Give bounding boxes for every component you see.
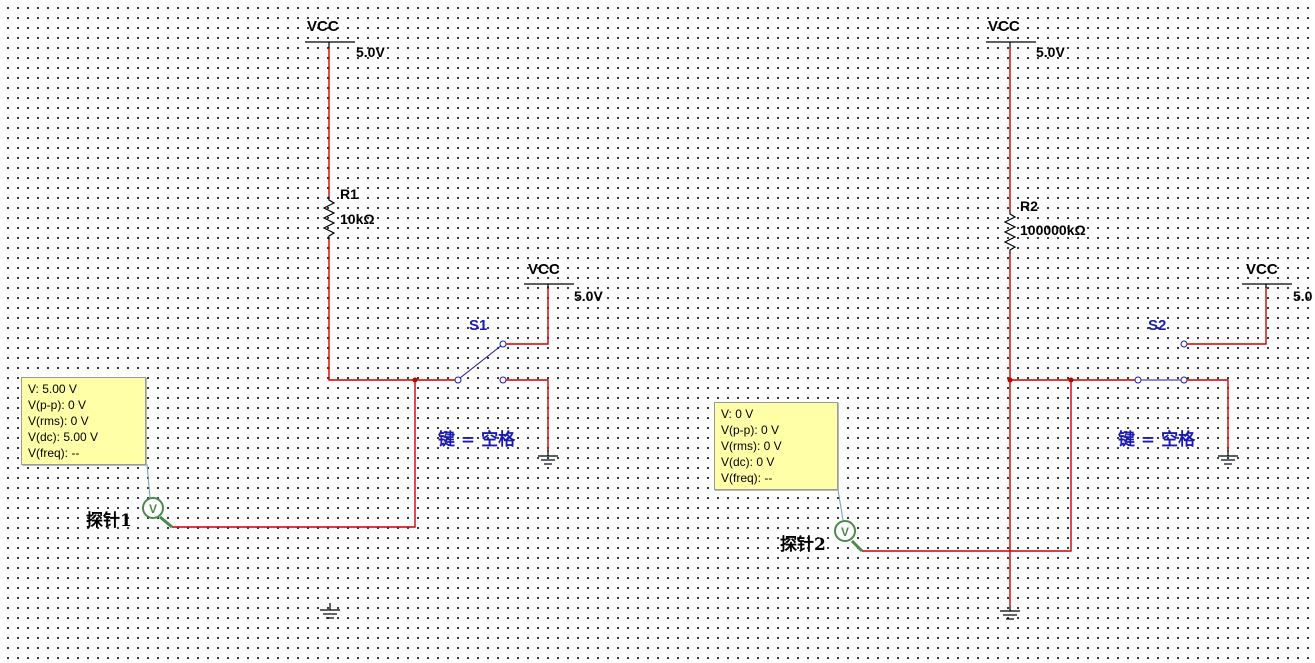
- probe-leader: [146, 463, 151, 499]
- resistor-name: R1: [340, 186, 358, 202]
- switch-name: S2: [1148, 317, 1167, 334]
- circuit-1: V: [142, 41, 574, 619]
- vcc-voltage: 5.0V: [1036, 44, 1065, 60]
- junction-dot: [412, 377, 418, 383]
- wire[interactable]: [328, 240, 455, 381]
- svg-text:V: V: [149, 502, 157, 516]
- probe-readout-panel[interactable]: V: 0 V V(p-p): 0 V V(rms): 0 V V(dc): 0 …: [714, 402, 838, 490]
- probe-reading-v: V: 0 V: [721, 407, 754, 421]
- probe-reading-vfreq: V(freq): --: [721, 471, 773, 485]
- switch-name: S1: [469, 317, 488, 334]
- probe-reading-v: V: 5.00 V: [28, 382, 77, 396]
- ground-icon: [538, 450, 558, 465]
- vcc-rail-icon[interactable]: [305, 41, 355, 48]
- probe-reading-vfreq: V(freq): --: [28, 446, 80, 460]
- spdt-switch-icon[interactable]: [1134, 340, 1188, 384]
- wire[interactable]: [862, 380, 1072, 552]
- vcc-label: VCC: [307, 18, 339, 35]
- wire[interactable]: [506, 379, 549, 452]
- junction-dot: [1007, 377, 1013, 383]
- wire[interactable]: [1187, 379, 1229, 452]
- wire[interactable]: [172, 380, 416, 528]
- resistor-name: R2: [1020, 198, 1038, 214]
- probe-reading-vpp: V(p-p): 0 V: [28, 398, 87, 412]
- voltage-probe-icon[interactable]: V: [834, 520, 864, 553]
- probe-reading-vrms: V(rms): 0 V: [28, 414, 89, 428]
- switch-vcc-label: VCC: [1246, 261, 1278, 278]
- ground-icon: [320, 603, 340, 619]
- ground-icon: [1000, 606, 1020, 620]
- circuit-2: V: [834, 41, 1292, 620]
- wire[interactable]: [1187, 286, 1267, 345]
- vcc-rail-icon[interactable]: [986, 41, 1036, 48]
- vcc-rail-icon[interactable]: [524, 283, 574, 288]
- probe-leader: [837, 489, 844, 521]
- vcc-label: VCC: [988, 18, 1020, 35]
- resistor-icon[interactable]: [1003, 210, 1017, 254]
- switch-vcc-voltage: 5.0V: [574, 288, 603, 304]
- switch-key-label: 键 = 空格: [1118, 430, 1196, 450]
- switch-vcc-label: VCC: [528, 261, 560, 278]
- probe-reading-vpp: V(p-p): 0 V: [721, 423, 780, 437]
- resistor-icon[interactable]: [322, 196, 336, 240]
- probe-reading-vdc: V(dc): 0 V: [721, 455, 775, 469]
- resistor-value: 10kΩ: [340, 211, 375, 227]
- probe-name: 探针1: [86, 511, 132, 531]
- voltage-probe-icon[interactable]: V: [142, 497, 173, 529]
- spdt-switch-icon[interactable]: [454, 340, 507, 384]
- switch-vcc-voltage: 5.0: [1293, 288, 1313, 304]
- vcc-voltage: 5.0V: [356, 44, 385, 60]
- wire[interactable]: [506, 286, 549, 345]
- probe-readout-panel[interactable]: V: 5.00 V V(p-p): 0 V V(rms): 0 V V(dc):…: [21, 377, 146, 465]
- svg-text:V: V: [841, 525, 849, 539]
- vcc-rail-icon[interactable]: [1242, 283, 1292, 288]
- probe-reading-vdc: V(dc): 5.00 V: [28, 430, 99, 444]
- probe-reading-vrms: V(rms): 0 V: [721, 439, 782, 453]
- switch-key-label: 键 = 空格: [438, 430, 516, 450]
- junction-dot: [1068, 377, 1074, 383]
- probe-name: 探针2: [780, 535, 826, 555]
- ground-icon: [1218, 450, 1238, 465]
- resistor-value: 100000kΩ: [1020, 222, 1086, 238]
